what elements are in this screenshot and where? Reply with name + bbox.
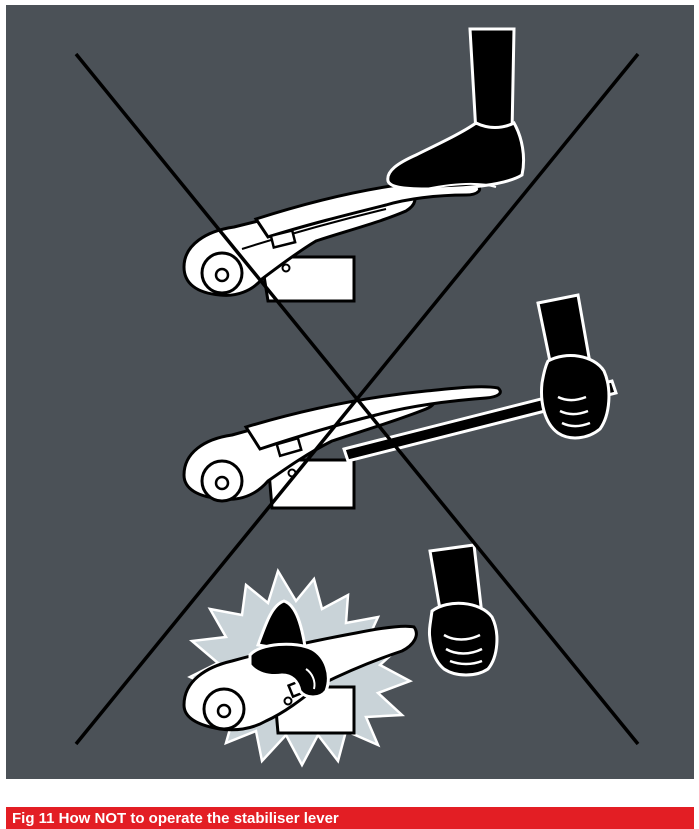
lever-pin <box>281 263 291 273</box>
lever-slot <box>269 229 297 249</box>
leg <box>468 27 516 135</box>
lever-handle <box>253 180 482 239</box>
prohibition-cross-icon <box>74 52 640 746</box>
finger-lines <box>557 395 591 428</box>
lever-pivot-hole <box>214 267 230 283</box>
shoe-heel-gap <box>425 182 497 190</box>
foot-on-lever-illustration <box>182 27 526 303</box>
fist <box>540 354 611 440</box>
diagram-panel <box>6 5 694 779</box>
figure-caption-bar: Fig 11 How NOT to operate the stabiliser… <box>6 807 694 829</box>
lever-handle <box>243 385 502 451</box>
lever-pivot-hole <box>216 703 232 719</box>
finger-lines <box>443 633 483 666</box>
trapped-finger-lines <box>305 668 316 690</box>
pinch-hazard-illustration <box>182 543 499 768</box>
lever-inner-line <box>241 208 387 250</box>
lever-slot <box>275 436 303 458</box>
lever-pivot-hole <box>214 475 230 491</box>
trapped-arm <box>255 599 308 655</box>
figure-caption: Fig 11 How NOT to operate the stabiliser… <box>12 809 339 827</box>
lever-pin <box>283 696 293 706</box>
trapped-hand <box>248 642 330 699</box>
